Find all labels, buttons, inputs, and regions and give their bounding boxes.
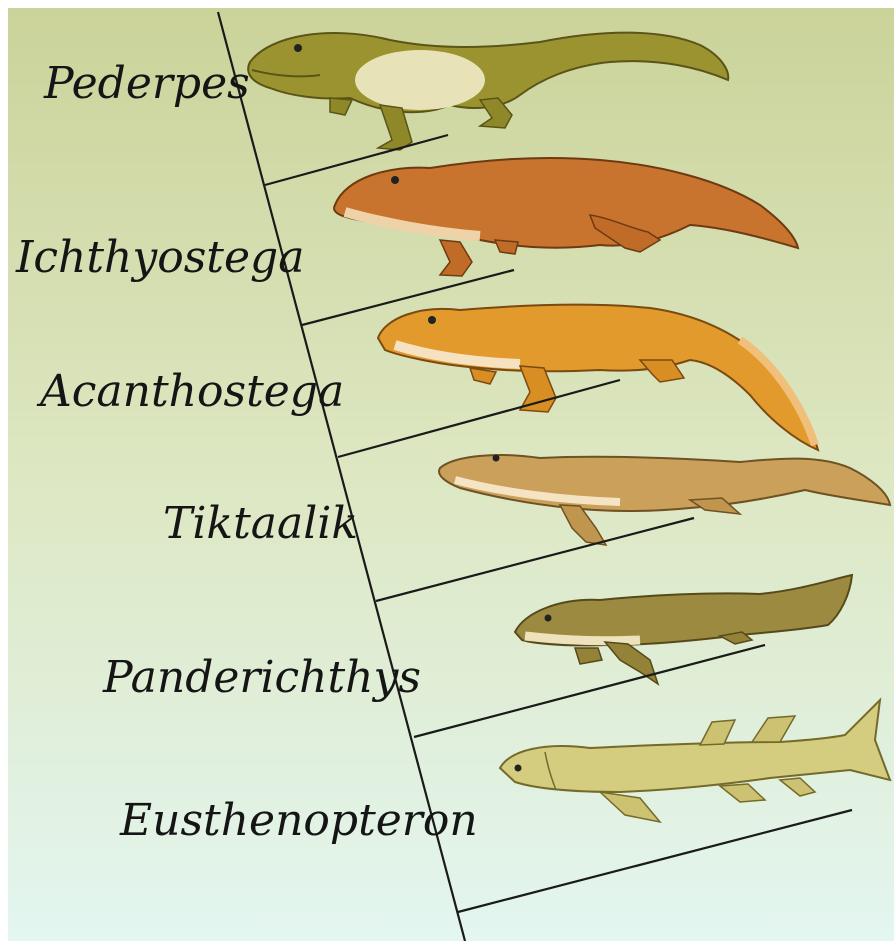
- branch-tiktaalik: [376, 518, 694, 601]
- taxon-label-ichthyostega: Ichthyostega: [16, 236, 304, 280]
- taxon-label-pederpes: Pederpes: [44, 62, 250, 106]
- branch-panderichthys: [414, 645, 765, 737]
- taxon-label-panderichthys: Panderichthys: [103, 656, 421, 700]
- taxon-label-acanthostega: Acanthostega: [40, 370, 344, 414]
- taxon-label-tiktaalik: Tiktaalik: [163, 502, 358, 546]
- taxon-label-eusthenopteron: Eusthenopteron: [120, 799, 478, 843]
- branch-eusthenopteron: [458, 810, 852, 912]
- branch-pederpes: [265, 135, 448, 185]
- branch-ichthyostega: [302, 270, 514, 325]
- branch-acanthostega: [338, 380, 620, 457]
